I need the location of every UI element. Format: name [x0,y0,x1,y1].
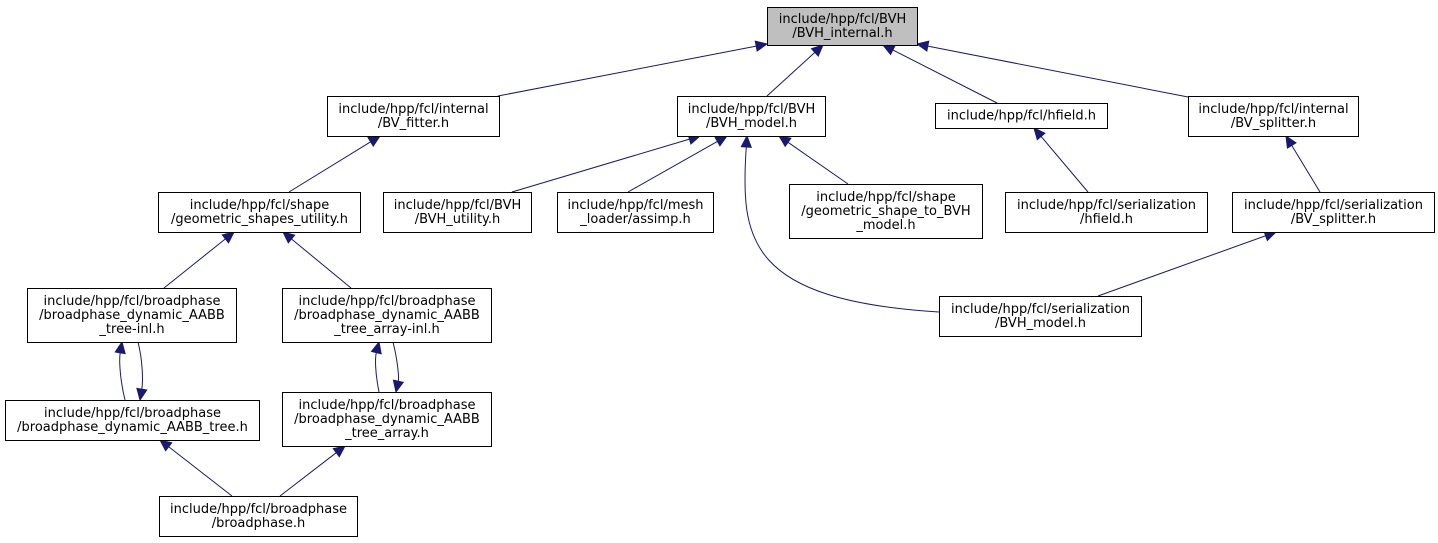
node-label-line: /broadphase_dynamic_AABB [294,412,480,427]
node-box [789,184,983,239]
node-label-line: include/hpp/fcl/BVH [779,12,907,27]
node-label-line: include/hpp/fcl/broadphase [298,398,475,413]
node-label-line: /BV_splitter.h [1291,212,1376,227]
node-box [677,96,826,137]
node-box [282,288,492,343]
node-label-line: include/hpp/fcl/serialization [1017,198,1196,213]
node-tree-array[interactable]: include/hpp/fcl/broadphase/broadphase_dy… [282,392,492,447]
node-geometric-shapes-utility[interactable]: include/hpp/fcl/shape/geometric_shapes_u… [158,192,361,233]
node-bvh-utility[interactable]: include/hpp/fcl/BVH/BVH_utility.h [383,192,532,233]
node-label-line: /geometric_shapes_utility.h [171,212,348,227]
node-label-line: include/hpp/fcl/broadphase [170,502,347,517]
node-bvh-internal: include/hpp/fcl/BVH/BVH_internal.h [767,7,918,46]
edge-bv-fitter-to-bvh-internal [497,40,769,97]
node-label-line: _tree_array-inl.h [333,322,440,337]
node-label-line: /BVH_model.h [995,316,1086,331]
node-box [282,392,492,447]
node-label-line: /broadphase_dynamic_AABB_tree.h [17,420,248,435]
node-label-line: include/hpp/fcl/serialization [1244,198,1423,213]
node-label-line: /BVH_internal.h [792,26,892,41]
edge-broadphase-to-tree [159,439,233,497]
node-label-line: _loader/assimp.h [579,212,690,227]
node-label-line: include/hpp/fcl/internal [338,102,488,117]
node-label-line: /broadphase.h [212,516,305,531]
node-label-line: /BV_splitter.h [1231,116,1316,131]
node-box [557,192,714,233]
node-box [1188,96,1359,137]
node-label-line: /hfield.h [1080,212,1133,227]
node-label-line: include/hpp/fcl/mesh [568,198,704,213]
node-label-line: _tree_array.h [344,426,429,441]
node-box [767,7,918,46]
node-box [383,192,532,233]
node-hfield[interactable]: include/hpp/fcl/hfield.h [935,103,1108,129]
node-box [1005,192,1208,233]
edge-bvh-utility-to-bvh-model [511,133,702,193]
node-ser-hfield[interactable]: include/hpp/fcl/serialization/hfield.h [1005,192,1208,233]
node-label-line: /geometric_shape_to_BVH [801,204,970,219]
node-label-line: _model.h [855,218,915,233]
node-label-line: include/hpp/fcl/serialization [951,302,1130,317]
node-bv-fitter[interactable]: include/hpp/fcl/internal/BV_fitter.h [327,96,500,137]
node-box [1232,192,1435,233]
edges-layer [114,40,1321,497]
node-box [159,496,358,537]
node-bv-splitter[interactable]: include/hpp/fcl/internal/BV_splitter.h [1188,96,1359,137]
edge-ser-bvh-model-to-bvh-model [740,134,940,313]
edge-bvh-model-to-bvh-internal [766,44,824,97]
node-label-line: include/hpp/fcl/broadphase [43,294,220,309]
node-label-line: include/hpp/fcl/broadphase [44,406,221,421]
edge-geometric-shapes-utility-to-bv-fitter [288,135,382,193]
node-box [935,103,1108,129]
node-box [27,288,237,343]
node-broadphase[interactable]: include/hpp/fcl/broadphase/broadphase.h [159,496,358,537]
node-bvh-model[interactable]: include/hpp/fcl/BVH/BVH_model.h [677,96,826,137]
nodes-layer: include/hpp/fcl/BVH/BVH_internal.hinclud… [5,7,1435,537]
edge-tree-inl-to-geometric-shapes-utility [163,231,235,289]
node-label-line: include/hpp/fcl/BVH [394,198,522,213]
node-label-line: /BVH_model.h [706,116,797,131]
node-box [327,96,500,137]
node-label-line: include/hpp/fcl/shape [190,198,330,213]
edge-tree-array-to-tree-array-inl [370,340,382,393]
node-box [939,296,1142,337]
edge-geometric-shape-to-bvh-to-bvh-model [778,135,849,185]
edge-ser-bvh-model-to-ser-bv-splitter [1097,230,1278,297]
edge-ser-bv-splitter-to-bv-splitter [1285,134,1321,193]
edge-tree-inl-to-tree [136,341,148,402]
edge-bv-splitter-to-bvh-internal [915,40,1189,98]
node-ser-bvh-model[interactable]: include/hpp/fcl/serialization/BVH_model.… [939,296,1142,337]
edge-tree-to-tree-inl [114,340,126,401]
edge-tree-array-inl-to-tree-array [392,341,405,394]
node-assimp[interactable]: include/hpp/fcl/mesh_loader/assimp.h [557,192,714,233]
node-label-line: include/hpp/fcl/broadphase [298,294,475,309]
node-label-line: /broadphase_dynamic_AABB [39,308,225,323]
edge-hfield-to-bvh-internal [881,44,998,104]
edge-broadphase-to-tree-array [279,445,346,497]
node-geometric-shape-to-bvh[interactable]: include/hpp/fcl/shape/geometric_shape_to… [789,184,983,239]
node-label-line: include/hpp/fcl/shape [816,190,956,205]
edge-assimp-to-bvh-model [627,135,729,193]
node-box [5,400,260,441]
node-label-line: _tree-inl.h [98,322,164,337]
node-label-line: /broadphase_dynamic_AABB [294,308,480,323]
node-label-line: /BV_fitter.h [378,116,449,131]
node-ser-bv-splitter[interactable]: include/hpp/fcl/serialization/BV_splitte… [1232,192,1435,233]
node-label-line: include/hpp/fcl/BVH [688,102,816,117]
node-label-line: /BVH_utility.h [415,212,501,227]
edge-tree-array-inl-to-geometric-shapes-utility [282,231,352,289]
node-box [158,192,361,233]
node-tree-array-inl[interactable]: include/hpp/fcl/broadphase/broadphase_dy… [282,288,492,343]
edge-ser-hfield-to-hfield [1033,127,1089,193]
node-label-line: include/hpp/fcl/internal [1198,102,1348,117]
node-tree-inl[interactable]: include/hpp/fcl/broadphase/broadphase_dy… [27,288,237,343]
node-label-line: include/hpp/fcl/hfield.h [947,109,1096,124]
node-tree[interactable]: include/hpp/fcl/broadphase/broadphase_dy… [5,400,260,441]
